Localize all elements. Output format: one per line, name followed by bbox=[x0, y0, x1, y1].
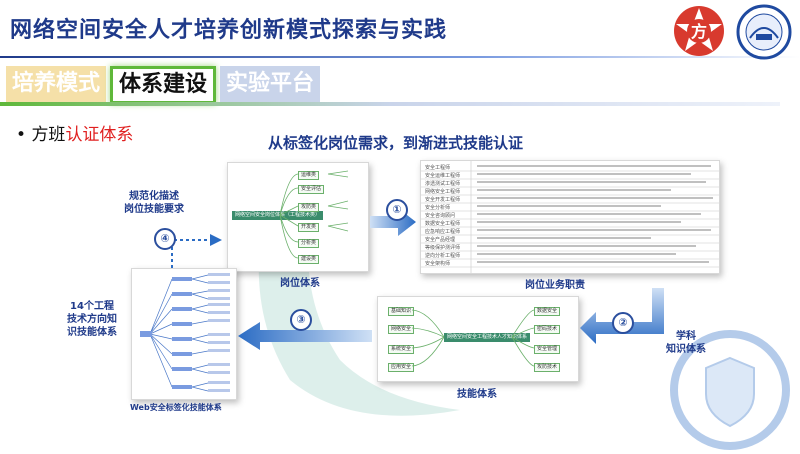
post-duty-table: 安全工程师 安全运维工程师 渗透测试工程师 网络安全工程师 安全开发工程师 安全… bbox=[420, 160, 720, 274]
mindmap-node: 攻防技术 bbox=[534, 363, 561, 372]
step-4-badge: ④ bbox=[154, 228, 176, 250]
step-2-badge: ② bbox=[612, 312, 634, 334]
section-bar bbox=[0, 102, 780, 106]
bullet-highlight: 认证体系 bbox=[65, 125, 134, 145]
university-seal-icon: 方 bbox=[672, 4, 726, 58]
mindmap-node: 安全评估 bbox=[298, 185, 325, 194]
mindmap-center-node: 网络空间安全工程技术人才知识体系 bbox=[444, 333, 531, 342]
mindmap-node: 网络安全 bbox=[388, 325, 415, 334]
mindmap-node: 应用安全 bbox=[388, 363, 415, 372]
dotted-arrow-icon bbox=[171, 239, 210, 268]
skill-system-mindmap: 网络空间安全工程技术人才知识体系 基础知识 网络安全 系统安全 应用安全 数据安… bbox=[377, 296, 579, 382]
mindmap-center-node: 网络空间安全岗位体系（工程技术类） bbox=[232, 211, 324, 220]
arrow-left-icon bbox=[238, 322, 372, 350]
academy-emblem-icon bbox=[736, 4, 792, 60]
note-left-bottom: 14个工程 技术方向知 识技能体系 bbox=[67, 301, 117, 338]
page-title: 网络空间安全人才培养创新模式探索与实践 bbox=[10, 18, 448, 43]
note-left-top: 规范化描述 岗位技能要求 bbox=[124, 191, 184, 215]
web-skill-caption: Web安全标签化技能体系 bbox=[130, 403, 222, 412]
mindmap-node: 密码技术 bbox=[534, 325, 561, 334]
mindmap-branches bbox=[411, 309, 535, 367]
flow-curve bbox=[258, 190, 460, 416]
post-system-mindmap: 网络空间安全岗位体系（工程技术类） 运维类 安全评估 攻防类 开发类 分析类 建… bbox=[227, 162, 369, 272]
bullet-point: • 方班认证体系 bbox=[16, 125, 134, 145]
post-duty-caption: 岗位业务职责 bbox=[525, 280, 585, 291]
tab-system-building[interactable]: 体系建设 bbox=[110, 66, 217, 104]
step-1-badge: ① bbox=[386, 199, 408, 221]
mindmap-node: 系统安全 bbox=[388, 345, 415, 354]
mindmap-node: 运维类 bbox=[298, 171, 320, 180]
post-system-caption: 岗位体系 bbox=[280, 278, 320, 289]
tab-training-mode[interactable]: 培养模式 bbox=[6, 66, 107, 102]
mindmap-node: 分析类 bbox=[298, 239, 320, 248]
svg-text:方: 方 bbox=[691, 22, 707, 41]
mindmap-node: 开发类 bbox=[298, 223, 320, 232]
mindmap-node: 基础知识 bbox=[388, 307, 415, 316]
duty-table-grid bbox=[421, 161, 719, 273]
section-tabs: 培养模式 体系建设 实验平台 bbox=[6, 66, 321, 104]
arrow-down-left-icon bbox=[580, 288, 664, 344]
skill-system-caption: 技能体系 bbox=[457, 389, 497, 400]
bullet-prefix: 方班 bbox=[31, 125, 66, 145]
mindmap-node: 安全管理 bbox=[534, 345, 561, 354]
header-divider bbox=[0, 56, 800, 58]
mindmap-branches bbox=[279, 170, 349, 259]
diagram-subtitle: 从标签化岗位需求，到渐进式技能认证 bbox=[268, 134, 524, 152]
web-skill-tree-graphic bbox=[140, 273, 230, 392]
security-association-emblem-icon bbox=[670, 330, 790, 450]
web-skill-tree bbox=[131, 268, 237, 400]
step-3-badge: ③ bbox=[290, 309, 312, 331]
mindmap-node: 建设类 bbox=[298, 255, 320, 264]
note-right: 学科 知识体系 bbox=[666, 331, 706, 355]
mindmap-node: 数据安全 bbox=[534, 307, 561, 316]
tab-experiment-platform[interactable]: 实验平台 bbox=[220, 66, 321, 102]
mindmap-node: 攻防类 bbox=[298, 203, 320, 212]
